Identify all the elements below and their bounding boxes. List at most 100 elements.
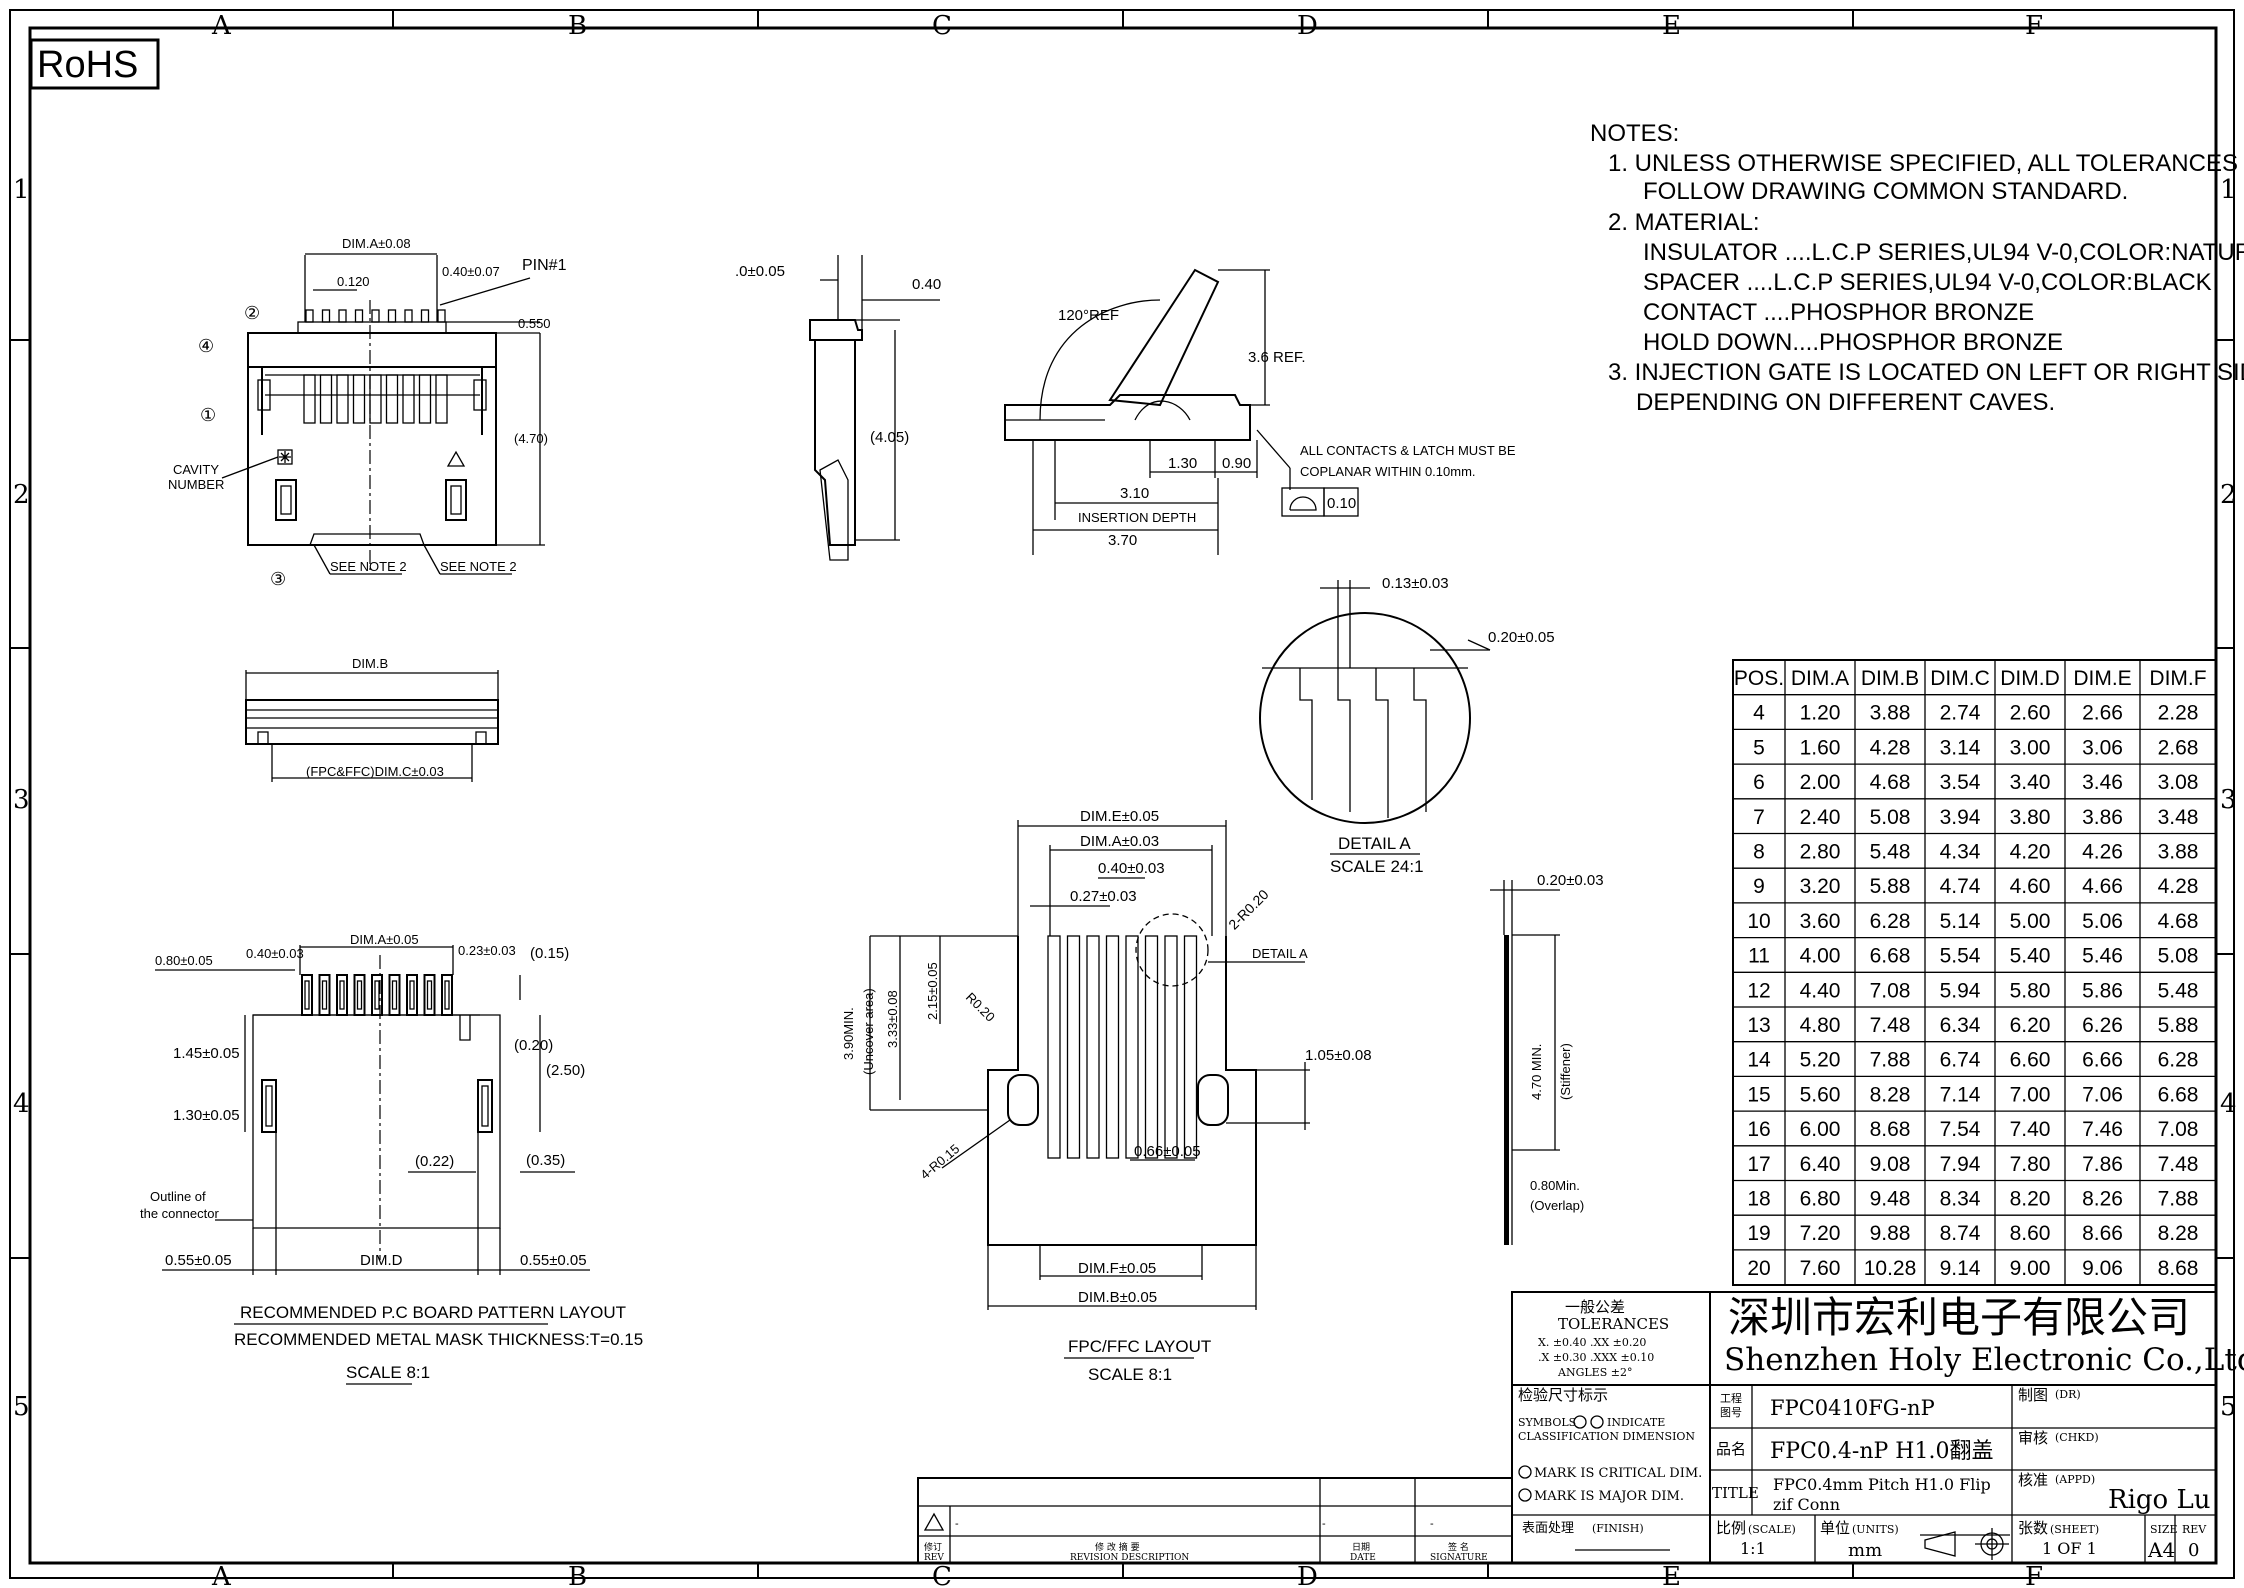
table-cell: 7.40: [2010, 1118, 2051, 1141]
part-name: FPC0.4-nP H1.0翻盖: [1770, 1439, 1993, 1464]
table-cell: 3.88: [1870, 702, 1911, 725]
units-value: mm: [1848, 1540, 1882, 1561]
pcb-pattern: DIM.A±0.05 0.80±0.05 0.40±0.03 0.23±0.03…: [140, 932, 643, 1385]
fpc-dim-215: 2.15±0.05: [925, 962, 940, 1020]
table-cell: 5.40: [2010, 945, 2051, 968]
stiff-label: (Stiffener): [1558, 1043, 1573, 1100]
section-120-ref: 120°REF: [1058, 307, 1119, 324]
table-cell: 7.94: [1940, 1153, 1981, 1176]
pcb-dim-145: 1.45±0.05: [173, 1045, 240, 1062]
table-cell: 9.48: [1870, 1188, 1911, 1211]
tolerance-cn: 一般公差: [1565, 1298, 1625, 1316]
table-cell: 4.68: [2158, 910, 2199, 933]
col-rev: REV: [924, 1553, 944, 1563]
table-cell: 2.68: [2158, 736, 2199, 759]
fpc-layout: DIM.E±0.05 DIM.A±0.03 0.40±0.03 0.27±0.0…: [841, 808, 1372, 1384]
drawing-number: FPC0410FG-nP: [1770, 1396, 1935, 1420]
table-cell: 6.20: [2010, 1014, 2051, 1037]
table-cell: 7.54: [1940, 1118, 1981, 1141]
contact-body: [336, 374, 349, 424]
table-cell: 5.48: [2158, 979, 2199, 1002]
finish-en: (FINISH): [1592, 1522, 1644, 1535]
title-label: TITLE: [1712, 1484, 1759, 1502]
table-cell: 6.66: [2082, 1049, 2123, 1072]
section-dim-370: 3.70: [1108, 532, 1137, 549]
table-cell: 5.54: [1940, 945, 1981, 968]
table-cell: 10: [1747, 910, 1770, 933]
table-cell: 6.00: [1800, 1118, 1841, 1141]
table-cell: 6.28: [2158, 1049, 2199, 1072]
note-line-9: DEPENDING ON DIFFERENT CAVES.: [1636, 389, 2055, 416]
size-value: A4: [2147, 1538, 2175, 1562]
top-view: DIM.A±0.08 0.120 0.40±0.07 PIN#1 0.550 (…: [168, 236, 567, 589]
insertion-depth-label: INSERTION DEPTH: [1078, 510, 1196, 525]
fpc-uncover: (Uncover area): [861, 988, 876, 1075]
table-cell: 1.20: [1800, 702, 1841, 725]
zone-col-b-bottom: B: [568, 1562, 587, 1588]
pcb-pad-mask: [426, 980, 433, 1010]
table-cell: 3.06: [2082, 736, 2123, 759]
dwgno-cn-2: 图号: [1720, 1406, 1742, 1419]
dr-cn: 制图: [2018, 1386, 2048, 1404]
table-cell: 8.28: [1870, 1083, 1911, 1106]
indicate-label: INDICATE: [1607, 1416, 1665, 1429]
fpc-dim-105: 1.05±0.08: [1305, 1047, 1372, 1064]
pcb-dim-023: 0.23±0.03: [458, 943, 516, 958]
table-cell: 6.26: [2082, 1014, 2123, 1037]
table-cell: 6.74: [1940, 1049, 1981, 1072]
table-header-cell: DIM.F: [2149, 667, 2206, 690]
fpc-dim-390: 3.90MIN.: [841, 1007, 856, 1060]
revision-row-desc: -: [955, 1518, 959, 1530]
pname-cn: 品名: [1716, 1440, 1746, 1458]
pcb-dim-250: (2.50): [546, 1062, 585, 1079]
table-cell: 18: [1747, 1188, 1770, 1211]
contact-tip: [404, 309, 413, 323]
callout-3: ③: [270, 569, 286, 589]
front-dim-c: (FPC&FFC)DIM.C±0.03: [306, 764, 444, 779]
pcb-pad-mask: [391, 980, 398, 1010]
pcb-pad-mask: [444, 980, 450, 1010]
table-cell: 6.68: [1870, 945, 1911, 968]
col-date: DATE: [1350, 1553, 1376, 1563]
table-cell: 7.20: [1800, 1222, 1841, 1245]
table-cell: 4.20: [2010, 841, 2051, 864]
table-cell: 7.08: [2158, 1118, 2199, 1141]
table-cell: 5.48: [1870, 841, 1911, 864]
table-cell: 5.94: [1940, 979, 1981, 1002]
table-cell: 3.46: [2082, 771, 2123, 794]
table-cell: 7.14: [1940, 1083, 1981, 1106]
major-mark-label: MARK IS MAJOR DIM.: [1534, 1489, 1684, 1504]
fpc-dim-a: DIM.A±0.03: [1080, 833, 1159, 850]
fpc-finger: [1105, 935, 1120, 1159]
table-cell: 2.28: [2158, 702, 2199, 725]
tolerance-row-1: X. ±0.40 .XX ±0.20: [1538, 1336, 1646, 1349]
table-cell: 7.06: [2082, 1083, 2123, 1106]
table-cell: 5.08: [1870, 806, 1911, 829]
table-cell: 5.14: [1940, 910, 1981, 933]
scale-value: 1:1: [1740, 1539, 1766, 1558]
note-line-2: FOLLOW DRAWING COMMON STANDARD.: [1643, 178, 2128, 205]
pcb-pad: [301, 974, 313, 1016]
notes: NOTES: 1. UNLESS OTHERWISE SPECIFIED, AL…: [1590, 120, 2244, 416]
sheet-cn: 张数: [2018, 1519, 2048, 1537]
pcb-pad-mask: [339, 980, 345, 1010]
table-cell: 3.86: [2082, 806, 2123, 829]
pin1-label: PIN#1: [522, 257, 567, 274]
pcb-dim-020: (0.20): [514, 1037, 553, 1054]
table-cell: 12: [1747, 979, 1770, 1002]
table-cell: 4.60: [2010, 875, 2051, 898]
contact-tip: [338, 309, 347, 323]
zone-col-a: A: [211, 11, 232, 41]
table-cell: 7.48: [1870, 1014, 1911, 1037]
table-cell: 8.74: [1940, 1222, 1981, 1245]
size-label: SIZE: [2150, 1523, 2178, 1536]
table-cell: 4.68: [1870, 771, 1911, 794]
scale-cn: 比例: [1716, 1519, 1746, 1537]
fpc-finger: [1144, 935, 1159, 1159]
company-cn: 深圳市宏利电子有限公司: [1728, 1293, 2190, 1342]
top-dim-a: DIM.A±0.08: [342, 236, 411, 251]
table-cell: 5.86: [2082, 979, 2123, 1002]
approver-name: Rigo Lu: [2108, 1485, 2210, 1515]
title-block: 一般公差 TOLERANCES X. ±0.40 .XX ±0.20 .X ±0…: [1511, 1291, 2244, 1564]
col-sig: SIGNATURE: [1430, 1553, 1488, 1563]
